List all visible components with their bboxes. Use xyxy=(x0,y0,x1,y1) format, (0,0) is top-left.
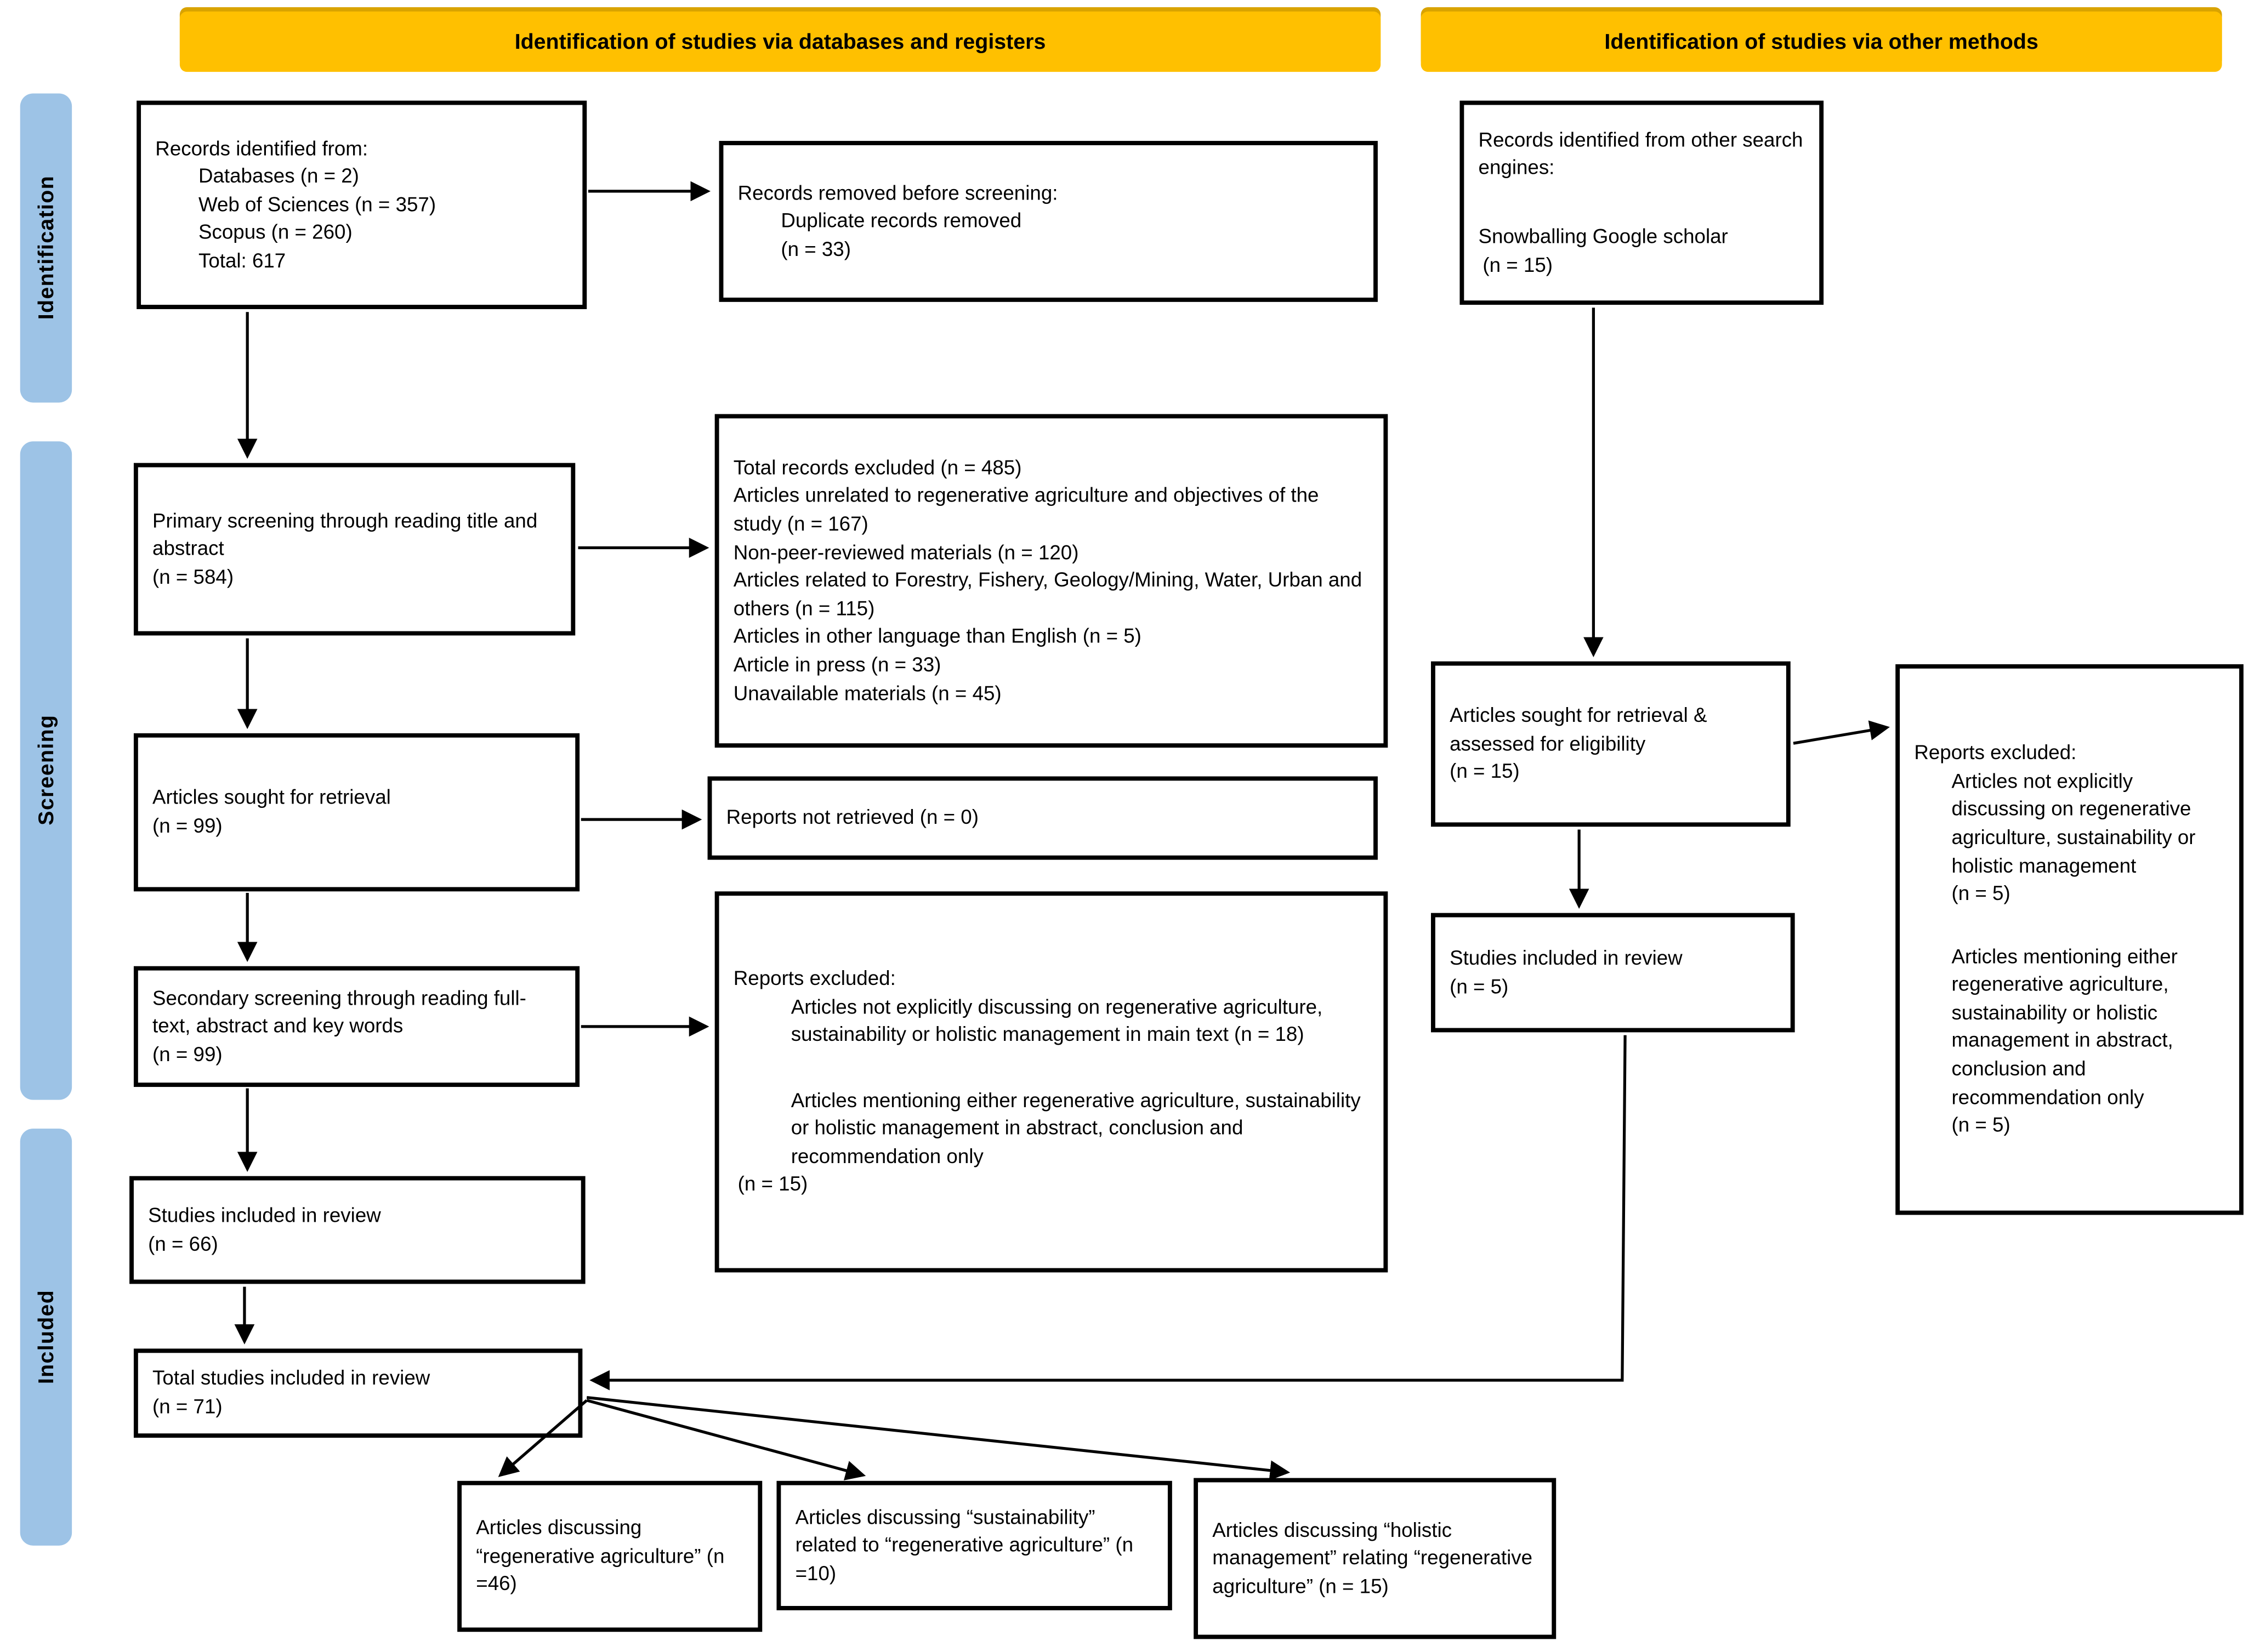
box-secondary-screening: Secondary screening through reading full… xyxy=(133,966,580,1087)
stage-label-included: Included xyxy=(20,1129,72,1546)
arrow-eligibility-to-excluded xyxy=(1793,720,1890,745)
box-reports-excluded-other: Reports excluded: Articles not explicitl… xyxy=(1895,664,2244,1215)
reports-excluded-main-count: (n = 15) xyxy=(737,1172,808,1196)
total-excluded-line: Articles in other language than English … xyxy=(733,624,1141,648)
records-identified-item: Scopus (n = 260) xyxy=(198,220,353,244)
records-identified-item: Web of Sciences (n = 357) xyxy=(198,192,436,215)
stage-label-identification: Identification xyxy=(20,93,72,403)
total-included-text: Total studies included in review xyxy=(152,1366,430,1389)
included-review-main-count: (n = 66) xyxy=(148,1231,218,1255)
reports-excluded-main-title: Reports excluded: xyxy=(733,966,896,989)
primary-screening-text: Primary screening through reading title … xyxy=(152,508,538,560)
box-sought-eligibility: Articles sought for retrieval & assessed… xyxy=(1430,661,1791,827)
total-excluded-line: Unavailable materials (n = 45) xyxy=(733,681,1002,704)
box-not-retrieved: Reports not retrieved (n = 0) xyxy=(707,776,1378,860)
box-other-records: Records identified from other search eng… xyxy=(1459,100,1824,305)
box-reports-excluded-main: Reports excluded: Articles not explicitl… xyxy=(714,891,1388,1273)
records-identified-title: Records identified from: xyxy=(155,135,368,159)
reports-excluded-other-para1: Articles not explicitly discussing on re… xyxy=(1951,768,2196,876)
box-discussing-sustainability: Articles discussing “sustainability” rel… xyxy=(776,1480,1172,1610)
records-removed-title: Records removed before screening: xyxy=(737,180,1058,204)
arrow-total-to-holistic xyxy=(586,1396,1291,1480)
total-excluded-line: Non-peer-reviewed materials (n = 120) xyxy=(733,540,1079,563)
box-discussing-regenerative: Articles discussing “regenerative agricu… xyxy=(457,1480,763,1632)
banner-other-methods: Identification of studies via other meth… xyxy=(1421,11,2222,72)
box-total-included: Total studies included in review (n = 71… xyxy=(133,1348,583,1438)
stage-label-screening: Screening xyxy=(20,441,72,1100)
records-removed-count: (n = 33) xyxy=(781,237,851,260)
banner-databases-registers: Identification of studies via databases … xyxy=(179,11,1381,72)
total-excluded-line: Total records excluded (n = 485) xyxy=(733,455,1022,479)
reports-excluded-other-para2: Articles mentioning either regenerative … xyxy=(1951,944,2178,1108)
reports-excluded-other-count2: (n = 5) xyxy=(1951,1113,2010,1136)
other-records-source: Snowballing Google scholar xyxy=(1478,224,1728,248)
total-excluded-line: Articles unrelated to regenerative agric… xyxy=(733,483,1319,535)
other-records-title: Records identified from other search eng… xyxy=(1478,127,1803,179)
discussing-regenerative-text: Articles discussing “regenerative agricu… xyxy=(476,1516,725,1595)
sought-retrieval-count: (n = 99) xyxy=(152,813,223,837)
box-primary-screening: Primary screening through reading title … xyxy=(133,463,576,636)
discussing-sustainability-text: Articles discussing “sustainability” rel… xyxy=(795,1505,1134,1585)
total-excluded-line: Articles related to Forestry, Fishery, G… xyxy=(733,568,1362,620)
arrow-total-to-sustainability xyxy=(586,1399,866,1480)
total-included-count: (n = 71) xyxy=(152,1394,223,1418)
records-removed-item: Duplicate records removed xyxy=(781,208,1022,232)
secondary-screening-count: (n = 99) xyxy=(152,1042,223,1066)
reports-excluded-main-para2: Articles mentioning either regenerative … xyxy=(791,1087,1361,1167)
box-sought-retrieval: Articles sought for retrieval (n = 99) xyxy=(133,733,580,892)
records-identified-item: Databases (n = 2) xyxy=(198,164,359,187)
sought-eligibility-text: Articles sought for retrieval & assessed… xyxy=(1450,703,1707,755)
reports-excluded-other-count1: (n = 5) xyxy=(1951,881,2010,905)
reports-excluded-main-para1: Articles not explicitly discussing on re… xyxy=(791,994,1323,1046)
stage-label-screening-text: Screening xyxy=(33,715,59,827)
discussing-holistic-text: Articles discussing “holistic management… xyxy=(1212,1517,1533,1597)
box-records-identified: Records identified from: Databases (n = … xyxy=(137,100,587,309)
secondary-screening-text: Secondary screening through reading full… xyxy=(152,985,526,1037)
box-discussing-holistic: Articles discussing “holistic management… xyxy=(1194,1478,1557,1639)
primary-screening-count: (n = 584) xyxy=(152,565,234,588)
other-records-count: (n = 15) xyxy=(1482,252,1553,276)
not-retrieved-text: Reports not retrieved (n = 0) xyxy=(726,805,979,829)
sought-retrieval-text: Articles sought for retrieval xyxy=(152,785,391,809)
included-review-other-count: (n = 5) xyxy=(1450,974,1509,998)
included-review-other-text: Studies included in review xyxy=(1450,945,1683,969)
box-total-excluded: Total records excluded (n = 485) Article… xyxy=(714,414,1388,748)
box-included-review-main: Studies included in review (n = 66) xyxy=(129,1176,586,1284)
stage-label-identification-text: Identification xyxy=(33,175,59,321)
reports-excluded-other-title: Reports excluded: xyxy=(1914,740,2077,764)
records-identified-item: Total: 617 xyxy=(198,248,286,272)
sought-eligibility-count: (n = 15) xyxy=(1450,759,1520,783)
total-excluded-line: Article in press (n = 33) xyxy=(733,652,941,676)
stage-label-included-text: Included xyxy=(33,1290,59,1385)
box-included-review-other: Studies included in review (n = 5) xyxy=(1430,913,1795,1033)
box-records-removed: Records removed before screening: Duplic… xyxy=(719,141,1378,302)
included-review-main-text: Studies included in review xyxy=(148,1203,381,1227)
